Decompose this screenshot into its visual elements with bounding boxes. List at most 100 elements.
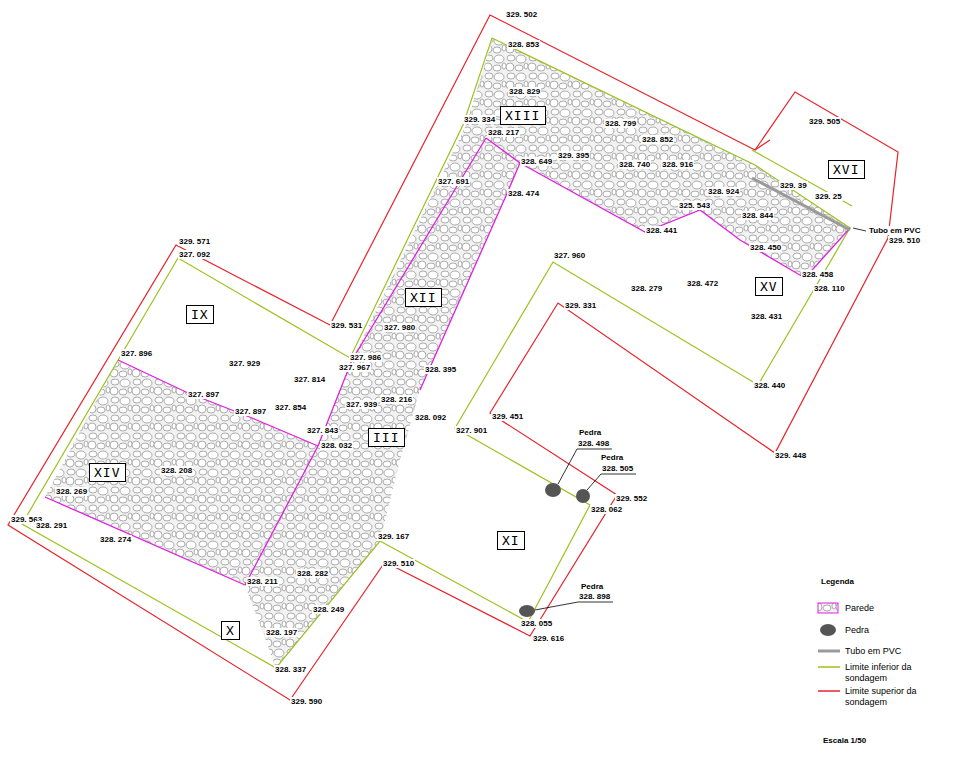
unit-box: X	[221, 621, 240, 640]
elevation-label: 328. 898	[578, 592, 611, 601]
elevation-label: 329. 510	[888, 236, 921, 245]
elevation-label: 328. 092	[414, 413, 447, 422]
elevation-label: 329. 505	[808, 117, 841, 126]
leader-line	[587, 474, 636, 490]
elevation-label: 328. 208	[160, 466, 193, 475]
elevation-label: 328. 062	[590, 505, 623, 514]
elevation-label: 327. 092	[178, 250, 211, 259]
elevation-label: 329. 25	[814, 192, 843, 201]
elevation-label: 327. 843	[306, 426, 339, 435]
note-label: Pedra	[578, 428, 602, 437]
stone-symbol	[519, 605, 535, 617]
legend-text: Limite superior da sondagem	[845, 686, 921, 708]
note-label: Escala 1/50	[822, 736, 867, 745]
elevation-label: 327. 901	[455, 426, 488, 435]
wall-edge	[118, 360, 318, 446]
leader-line	[535, 602, 613, 610]
elevation-label: 329. 39	[779, 181, 808, 190]
elevation-label: 328. 450	[749, 243, 782, 252]
elevation-label: 329. 331	[564, 301, 597, 310]
elevation-label: 328. 440	[753, 381, 786, 390]
unit-box: III	[368, 428, 405, 447]
elevation-label: 328. 916	[661, 160, 694, 169]
elevation-label: 328. 458	[801, 270, 834, 279]
legend-pvc-swatch	[818, 650, 840, 653]
elevation-label: 329. 510	[382, 559, 415, 568]
legend-upper-swatch	[818, 690, 840, 692]
wall-edge	[245, 446, 318, 585]
note-label: Legenda	[820, 577, 855, 586]
legend-lower-swatch	[818, 666, 840, 668]
elevation-label: 328. 829	[508, 87, 541, 96]
unit-number: IX	[191, 307, 209, 322]
elevation-label: 329. 448	[774, 451, 807, 460]
elevation-label: 327. 939	[345, 400, 378, 409]
wall-edge	[420, 138, 520, 390]
wall-edge	[45, 497, 245, 585]
elevation-label: 328. 269	[55, 487, 88, 496]
unit-number: XIV	[94, 465, 120, 480]
elevation-label: 328. 216	[380, 395, 413, 404]
elevation-label: 328. 197	[265, 628, 298, 637]
pvc-tube	[752, 178, 850, 230]
elevation-label: 329. 451	[491, 412, 524, 421]
legend-text: Limite inferior da sondagem	[845, 662, 921, 684]
elevation-label: 327. 897	[187, 390, 220, 399]
elevation-label: 328. 282	[296, 569, 329, 578]
elevation-label: 325. 543	[678, 201, 711, 210]
stone-wall-fill	[245, 38, 850, 668]
elevation-label: 327. 929	[228, 359, 261, 368]
elevation-label: 328. 337	[274, 665, 307, 674]
elevation-label: 328. 740	[618, 160, 651, 169]
elevation-label: 328. 853	[507, 40, 540, 49]
elevation-label: 329. 502	[505, 10, 538, 19]
legend-stone-swatch	[820, 624, 836, 636]
unit-box: XV	[755, 277, 783, 296]
unit-box: IX	[186, 305, 214, 324]
elevation-label: 328. 032	[320, 441, 353, 450]
legend-wall-swatch	[818, 603, 838, 613]
wall-edge	[520, 163, 850, 278]
elevation-label: 328. 249	[312, 605, 345, 614]
unit-number: XVI	[833, 162, 859, 177]
elevation-label: 327. 896	[120, 349, 153, 358]
unit-box: XII	[405, 288, 442, 307]
elevation-label: 328. 799	[604, 119, 637, 128]
elevation-label: 328. 852	[641, 135, 674, 144]
elevation-label: 329. 167	[377, 532, 410, 541]
elevation-label: 328. 395	[424, 365, 457, 374]
elevation-label: 328. 110	[813, 284, 846, 293]
elevation-label: 327. 960	[553, 251, 586, 260]
elevation-label: 329. 571	[178, 237, 211, 246]
legend-text: Pedra	[845, 625, 921, 636]
unit-number: X	[226, 623, 235, 638]
unit-number: XII	[410, 290, 436, 305]
elevation-label: 327. 897	[234, 407, 267, 416]
unit-number: XV	[760, 279, 778, 294]
unit-box: XVI	[828, 160, 865, 179]
elevation-label: 327. 854	[274, 403, 307, 412]
elevation-label: 328. 055	[520, 619, 553, 628]
elevation-label: 328. 217	[487, 128, 520, 137]
upper-limit-line	[8, 15, 898, 700]
leader-line	[853, 228, 866, 231]
elevation-label: 328. 279	[630, 284, 663, 293]
elevation-label: 327. 967	[338, 363, 371, 372]
wall-edge	[318, 138, 486, 446]
upper-limit-line	[755, 140, 770, 150]
unit-box: XIV	[89, 463, 126, 482]
elevation-label: 329. 552	[615, 494, 648, 503]
elevation-label: 328. 472	[686, 279, 719, 288]
lower-limit-line	[22, 38, 850, 668]
elevation-label: 327. 986	[349, 353, 382, 362]
elevation-label: 329. 616	[532, 634, 565, 643]
unit-number: XI	[502, 533, 520, 548]
elevation-label: 329. 395	[557, 151, 590, 160]
elevation-label: 329. 334	[463, 115, 496, 124]
elevation-label: 328. 441	[645, 226, 678, 235]
elevation-label: 328. 924	[707, 187, 740, 196]
elevation-label: 328. 474	[507, 189, 540, 198]
elevation-label: 328. 844	[741, 211, 774, 220]
